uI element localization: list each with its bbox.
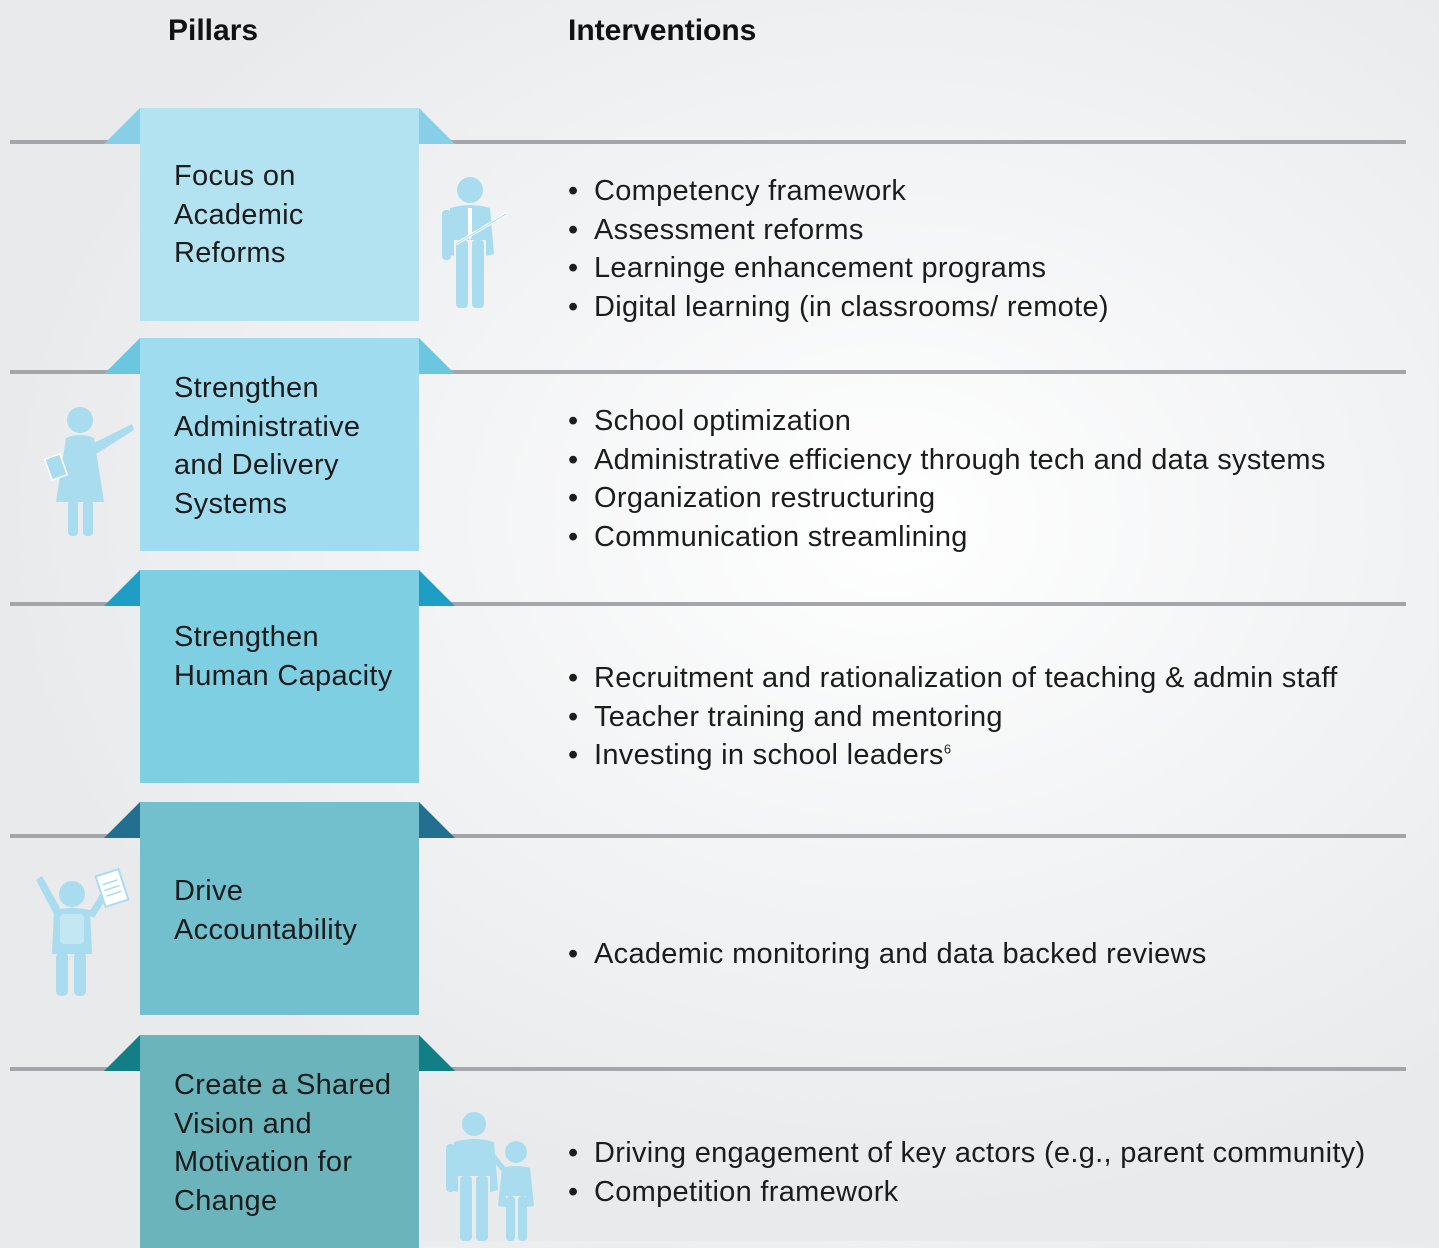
tab-right-corner xyxy=(419,1035,455,1071)
list-item: •Organization restructuring xyxy=(568,482,936,514)
list-item: •Academic monitoring and data backed rev… xyxy=(568,938,1207,970)
list-item: •Digital learning (in classrooms/ remote… xyxy=(568,290,1109,323)
student-with-paper-icon xyxy=(30,868,130,998)
pillar-label: Focus on Academic Reforms xyxy=(174,160,304,269)
row-divider xyxy=(10,140,1406,144)
pillar-box xyxy=(140,570,419,783)
interventions-list: •Recruitment and rationalization of teac… xyxy=(568,659,1338,775)
row-divider xyxy=(10,834,1406,838)
interventions-header: Interventions xyxy=(568,14,757,47)
teacher-with-pointer-icon xyxy=(434,174,514,310)
tab-left-corner xyxy=(104,802,140,838)
tab-left-corner xyxy=(104,1035,140,1071)
list-item: •Recruitment and rationalization of teac… xyxy=(568,662,1338,694)
tab-right-corner xyxy=(419,802,455,838)
pillars-header: Pillars xyxy=(168,14,259,47)
pillar-box xyxy=(140,802,419,1015)
pillar-box xyxy=(140,338,419,551)
pillar-label: Create a Shared Vision and Motivation fo… xyxy=(174,1069,392,1217)
list-item: •Communication streamlining xyxy=(568,520,968,553)
tab-left-corner xyxy=(104,570,140,606)
list-item: •Competition framework xyxy=(568,1175,899,1208)
pillar-label: Drive Accountability xyxy=(174,875,358,946)
parent-and-child-icon xyxy=(440,1110,544,1241)
row-divider xyxy=(10,1067,1406,1071)
tab-right-corner xyxy=(419,570,455,606)
pillar-box xyxy=(140,108,419,321)
tab-right-corner xyxy=(419,338,455,374)
tab-left-corner xyxy=(104,108,140,144)
list-item: •Teacher training and mentoring xyxy=(568,700,1003,733)
woman-presenter-icon xyxy=(38,404,138,538)
list-item: •Learninge enhancement programs xyxy=(568,252,1047,284)
list-item: •Competency framework xyxy=(568,175,907,207)
pillar-label: Strengthen Administrative and Delivery S… xyxy=(174,372,361,520)
pillar-box xyxy=(140,1035,419,1248)
list-item: •School optimization xyxy=(568,405,852,437)
list-item: •Administrative efficiency through tech … xyxy=(568,443,1326,476)
list-item: •Driving engagement of key actors (e.g.,… xyxy=(568,1137,1366,1169)
tab-left-corner xyxy=(104,338,140,374)
row-divider xyxy=(10,602,1406,606)
interventions-list: •Driving engagement of key actors (e.g.,… xyxy=(568,1134,1365,1211)
list-item: •Investing in school leaders6 xyxy=(568,739,952,771)
row-divider xyxy=(10,370,1406,374)
interventions-list: •Competency framework •Assessment reform… xyxy=(568,172,1109,326)
tab-right-corner xyxy=(419,108,455,144)
list-item: •Assessment reforms xyxy=(568,213,864,246)
footnote-marker: 6 xyxy=(943,741,952,757)
pillar-label: Strengthen Human Capacity xyxy=(174,621,393,692)
interventions-list: •School optimization •Administrative eff… xyxy=(568,402,1326,556)
interventions-list: •Academic monitoring and data backed rev… xyxy=(568,935,1207,974)
